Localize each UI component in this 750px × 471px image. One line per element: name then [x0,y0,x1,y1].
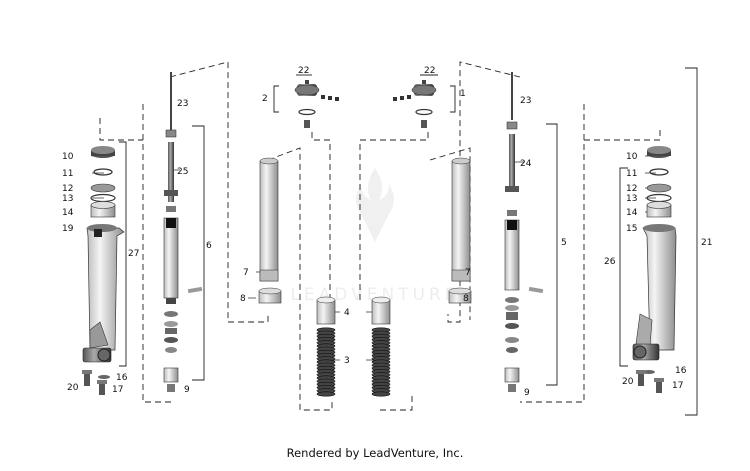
left-fork-spring [316,327,336,397]
callout-17-right: 17 [672,381,683,391]
callout-12-left: 12 [62,184,73,194]
left-cap-assembly [294,80,339,128]
callout-13-left: 13 [62,194,73,204]
callout-14-left: 14 [62,208,74,218]
right-fork-spring [371,327,391,397]
callout-2: 2 [262,94,268,104]
callout-12-right: 12 [626,184,637,194]
callout-7-left: 7 [243,268,249,278]
callout-17-left: 17 [112,385,123,395]
callout-11-right: 11 [626,169,637,179]
callout-23-right: 23 [520,96,531,106]
callout-26: 26 [604,257,616,267]
left-damper-rod [163,72,203,392]
callout-11-left: 11 [62,169,73,179]
callout-10-right: 10 [626,152,638,162]
callout-6: 6 [206,241,212,251]
callout-labels: 2 22 22 1 23 23 25 24 6 5 21 27 26 10 11… [62,66,712,398]
spring-coil [371,391,391,397]
callout-14-right: 14 [626,208,638,218]
fork-springs [316,296,391,397]
callout-1: 1 [460,89,466,99]
callout-8-right: 8 [463,294,469,304]
callout-5: 5 [561,238,567,248]
callout-25: 25 [177,167,188,177]
callout-7-right: 7 [465,268,471,278]
callout-20-left: 20 [67,383,79,393]
callout-9-right: 9 [524,388,530,398]
callout-22-left: 22 [298,66,309,76]
spring-coil [316,391,336,397]
right-fork-lower-leg [632,146,677,393]
dashed-guides [99,61,661,411]
callout-9-left: 9 [184,385,190,395]
callout-3: 3 [344,356,350,366]
callout-8-left: 8 [240,294,246,304]
callout-15: 15 [626,224,637,234]
callout-20-right: 20 [622,377,634,387]
callout-13-right: 13 [626,194,637,204]
callout-22-right: 22 [424,66,435,76]
callout-10-left: 10 [62,152,74,162]
right-cap-assembly [393,80,437,128]
brackets [119,67,698,416]
right-inner-tube [448,157,472,304]
callout-27: 27 [128,249,139,259]
callout-24: 24 [520,159,532,169]
left-inner-tube [258,157,282,304]
callout-16-right: 16 [675,366,687,376]
callout-16-left: 16 [116,373,128,383]
right-damper-rod [504,72,544,392]
callout-21: 21 [701,238,712,248]
callout-23-left: 23 [177,99,188,109]
footer-credit: Rendered by LeadVenture, Inc. [286,446,464,460]
watermark: LEADVENTURE [290,168,456,305]
callout-4: 4 [344,308,350,318]
left-fork-lower-leg [82,146,125,395]
callout-19: 19 [62,224,74,234]
